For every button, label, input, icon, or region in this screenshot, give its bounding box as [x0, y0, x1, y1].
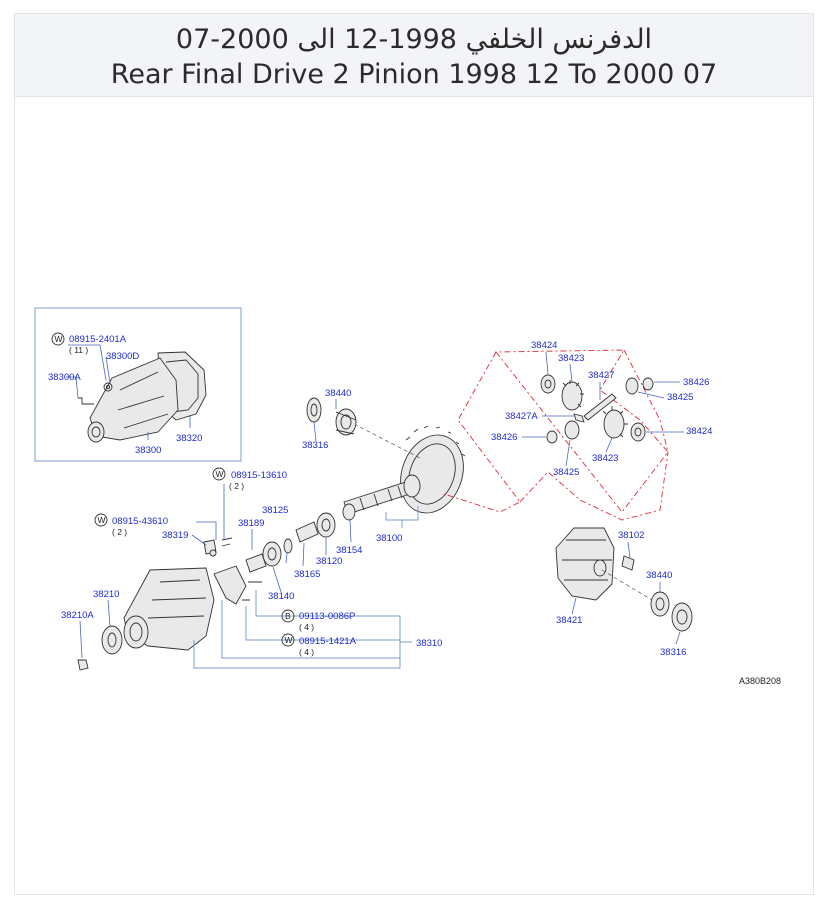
- label-38210[interactable]: 38210: [93, 589, 119, 600]
- label-38316-left[interactable]: 38316: [302, 440, 328, 451]
- bolt-symbol-icon: [281, 609, 295, 623]
- side-bearing-left-drawing: [306, 397, 357, 436]
- differential-case-drawing: [555, 527, 693, 632]
- label-38125[interactable]: 38125: [262, 505, 288, 516]
- title-arabic: الدفرنس الخلفي 1998-12 الى 2000-07: [175, 24, 653, 55]
- label-38426-right[interactable]: 38426: [683, 377, 709, 388]
- label-38320[interactable]: 38320: [176, 433, 202, 444]
- label-08915-1421A[interactable]: 08915-1421A: [299, 636, 357, 647]
- figure-code: A380B208: [739, 676, 781, 686]
- label-38440-right[interactable]: 38440: [646, 570, 672, 581]
- title-english: Rear Final Drive 2 Pinion 1998 12 To 200…: [110, 59, 718, 90]
- label-38440-left[interactable]: 38440: [325, 388, 351, 399]
- label-38210A[interactable]: 38210A: [61, 610, 94, 621]
- exploded-group-outline: [443, 349, 669, 513]
- carrier-housing-drawing: [77, 565, 262, 671]
- label-38427A[interactable]: 38427A: [505, 411, 538, 422]
- qty-2a: ( 2 ): [229, 481, 244, 491]
- differential-gears-drawing: [540, 374, 654, 444]
- label-38316-right[interactable]: 38316: [660, 647, 686, 658]
- qty-2b: ( 2 ): [112, 527, 127, 537]
- washer-symbol-icon: [51, 332, 65, 346]
- page-header: الدفرنس الخلفي 1998-12 الى 2000-07 Rear …: [15, 14, 813, 97]
- label-38300[interactable]: 38300: [135, 445, 161, 456]
- washer-symbol-icon-2: [212, 467, 226, 481]
- label-38425-right[interactable]: 38425: [667, 392, 693, 403]
- label-08915-13610[interactable]: 08915-13610: [231, 470, 287, 481]
- washer-symbol-icon-4: [281, 633, 295, 647]
- qty-4b: ( 4 ): [299, 647, 314, 657]
- pinion-bearing-stack-drawing: [245, 503, 356, 573]
- label-38427[interactable]: 38427: [588, 370, 614, 381]
- label-08915-2401A[interactable]: 08915-2401A: [69, 334, 127, 345]
- label-38300D[interactable]: 38300D: [106, 351, 139, 362]
- label-38423-bottom[interactable]: 38423: [592, 453, 618, 464]
- symbol-b: B: [285, 611, 291, 621]
- label-38424-top[interactable]: 38424: [531, 340, 557, 351]
- label-38120[interactable]: 38120: [316, 556, 342, 567]
- symbol-w: W: [55, 334, 63, 344]
- label-38140[interactable]: 38140: [268, 591, 294, 602]
- symbol-w-2: W: [216, 469, 224, 479]
- label-38154[interactable]: 38154: [336, 545, 362, 556]
- inset-housing-drawing: [78, 351, 207, 443]
- label-38426-left[interactable]: 38426: [491, 432, 517, 443]
- qty-4a: ( 4 ): [299, 622, 314, 632]
- label-38189[interactable]: 38189: [238, 518, 264, 529]
- label-38300A[interactable]: 38300A: [48, 372, 81, 383]
- label-38424-right[interactable]: 38424: [686, 426, 712, 437]
- label-38165[interactable]: 38165: [294, 569, 320, 580]
- label-09113-0086P[interactable]: 09113-0086P: [299, 611, 355, 622]
- bolt-washer-drawing: [203, 537, 233, 557]
- label-08915-43610[interactable]: 08915-43610: [112, 516, 168, 527]
- inset-box: [34, 307, 242, 462]
- label-38310[interactable]: 38310: [416, 638, 442, 649]
- label-38319[interactable]: 38319: [162, 530, 188, 541]
- ring-gear-pinion-drawing: [343, 425, 466, 515]
- qty-11: ( 11 ): [69, 345, 88, 355]
- label-38421[interactable]: 38421: [556, 615, 582, 626]
- label-38423-top[interactable]: 38423: [558, 353, 584, 364]
- symbol-w-3: W: [98, 515, 106, 525]
- washer-symbol-icon-3: [94, 513, 108, 527]
- page-frame: الدفرنس الخلفي 1998-12 الى 2000-07 Rear …: [14, 13, 814, 895]
- label-38425-bottom[interactable]: 38425: [553, 467, 579, 478]
- label-38100[interactable]: 38100: [376, 533, 402, 544]
- symbol-w-4: W: [285, 635, 293, 645]
- label-38102[interactable]: 38102: [618, 530, 644, 541]
